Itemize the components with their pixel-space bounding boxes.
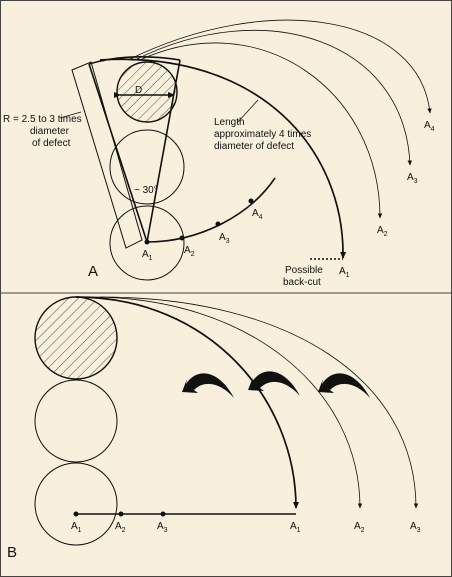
thin-arc-a3 [134, 30, 413, 166]
panel-a: D ~ 30° R = 2.5 to 3 times diameter of d… [3, 19, 435, 288]
base-circle-b [34, 462, 118, 546]
point-b-a2 [118, 511, 124, 517]
diameter-label: D [135, 85, 142, 96]
label-b-a1-base: A1 [71, 521, 82, 534]
point-a1 [144, 239, 150, 245]
thin-arc-a2 [139, 42, 383, 219]
main-arc-b [75, 296, 299, 509]
point-a2 [179, 235, 185, 241]
label-a3-base: A3 [219, 232, 230, 245]
base-arc [146, 177, 276, 243]
thin-arc-a4 [127, 19, 432, 114]
point-b-a1 [73, 511, 79, 517]
defect-circle [116, 61, 178, 123]
rotation-arrow-1 [182, 373, 234, 398]
backcut-line-2: back-cut [283, 277, 321, 288]
length-note-line-3: diameter of defect [214, 141, 294, 152]
point-a4 [248, 198, 254, 204]
rotation-arrow-2 [248, 371, 300, 396]
radius-bracket [71, 61, 143, 249]
radius-note-line-3: of defect [32, 138, 71, 149]
label-b-a1-end: A1 [290, 521, 301, 534]
thin-arc-b3 [99, 296, 419, 509]
main-arc [99, 58, 347, 259]
angle-label: ~ 30° [134, 185, 158, 196]
label-a3-outer: A3 [407, 172, 418, 185]
rotation-arrow-3 [318, 373, 370, 398]
label-a1-outer: A1 [339, 266, 350, 279]
radius-note-line-2: diameter [30, 126, 70, 137]
label-b-a3-base: A3 [157, 521, 168, 534]
wedge-top [88, 56, 181, 65]
middle-circle-b [34, 379, 118, 463]
length-leader [236, 99, 259, 124]
backcut-line-1: Possible [285, 265, 323, 276]
label-a2-base: A2 [184, 245, 195, 258]
radius-leader [59, 111, 82, 119]
middle-circle [109, 129, 185, 205]
base-circle [109, 205, 185, 281]
label-a4-outer: A4 [424, 120, 435, 133]
length-note-line-1: Length [214, 117, 245, 128]
thin-arc-b2 [89, 296, 363, 509]
label-b-a2-base: A2 [115, 521, 126, 534]
label-a4-base: A4 [252, 208, 263, 221]
label-a2-outer: A2 [377, 225, 388, 238]
wedge-right-edge [146, 59, 181, 243]
point-a3 [215, 221, 221, 227]
length-note-line-2: approximately 4 times [214, 129, 311, 140]
label-b-a3-end: A3 [410, 521, 421, 534]
panel-b: B A1 A2 A3 A1 A2 A3 [7, 296, 421, 561]
panel-b-label: B [7, 544, 17, 561]
wedge-left-edge [88, 63, 148, 243]
label-b-a2-end: A2 [354, 521, 365, 534]
panel-a-label: A [88, 263, 98, 280]
label-a1-base: A1 [142, 249, 153, 262]
point-b-a3 [160, 511, 166, 517]
defect-circle-b [34, 296, 118, 380]
radius-note-line-1: R = 2.5 to 3 times [3, 114, 82, 125]
